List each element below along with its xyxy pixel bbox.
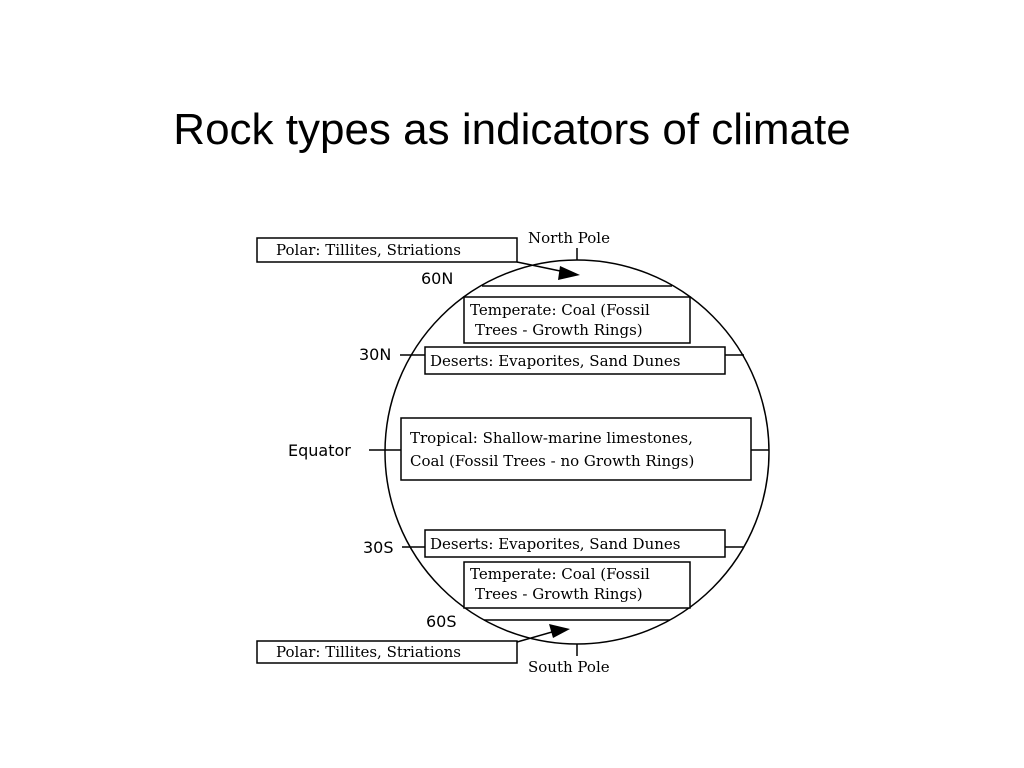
polar-south-text: Polar: Tillites, Striations (276, 643, 461, 661)
temperate-south-text-line1: Temperate: Coal (Fossil (470, 565, 650, 583)
latitude-label-60s: 60S (426, 612, 457, 631)
temperate-north-text-line2: Trees - Growth Rings) (475, 321, 643, 339)
south-polar-arrowhead (549, 624, 570, 638)
temperate-south-box (463, 561, 691, 609)
north-polar-arrow-line (516, 261, 566, 273)
desert-south-box (424, 529, 726, 558)
latitude-label-30s: 30S (363, 538, 394, 557)
polar-north-box (256, 237, 518, 263)
latitude-label-equator: Equator (288, 441, 351, 460)
tropical-box (400, 417, 752, 481)
temperate-north-box (463, 296, 691, 344)
temperate-north-text-line1: Temperate: Coal (Fossil (470, 301, 650, 319)
temperate-south-text-line2: Trees - Growth Rings) (475, 585, 643, 603)
polar-south-box (256, 640, 518, 664)
tropical-text-line1: Tropical: Shallow-marine limestones, (410, 429, 693, 447)
slide-title: Rock types as indicators of climate (173, 105, 851, 154)
desert-north-text: Deserts: Evaporites, Sand Dunes (430, 352, 680, 370)
north-pole-label: North Pole (528, 229, 610, 247)
north-polar-arrowhead (558, 266, 580, 280)
south-polar-arrow-line (516, 631, 553, 643)
south-pole-label: South Pole (528, 658, 610, 676)
desert-south-text: Deserts: Evaporites, Sand Dunes (430, 535, 680, 553)
polar-north-text: Polar: Tillites, Striations (276, 241, 461, 259)
latitude-label-30n: 30N (359, 345, 391, 364)
latitude-label-60n: 60N (421, 269, 453, 288)
desert-north-box (424, 346, 726, 375)
tropical-text-line2: Coal (Fossil Trees - no Growth Rings) (410, 452, 694, 470)
